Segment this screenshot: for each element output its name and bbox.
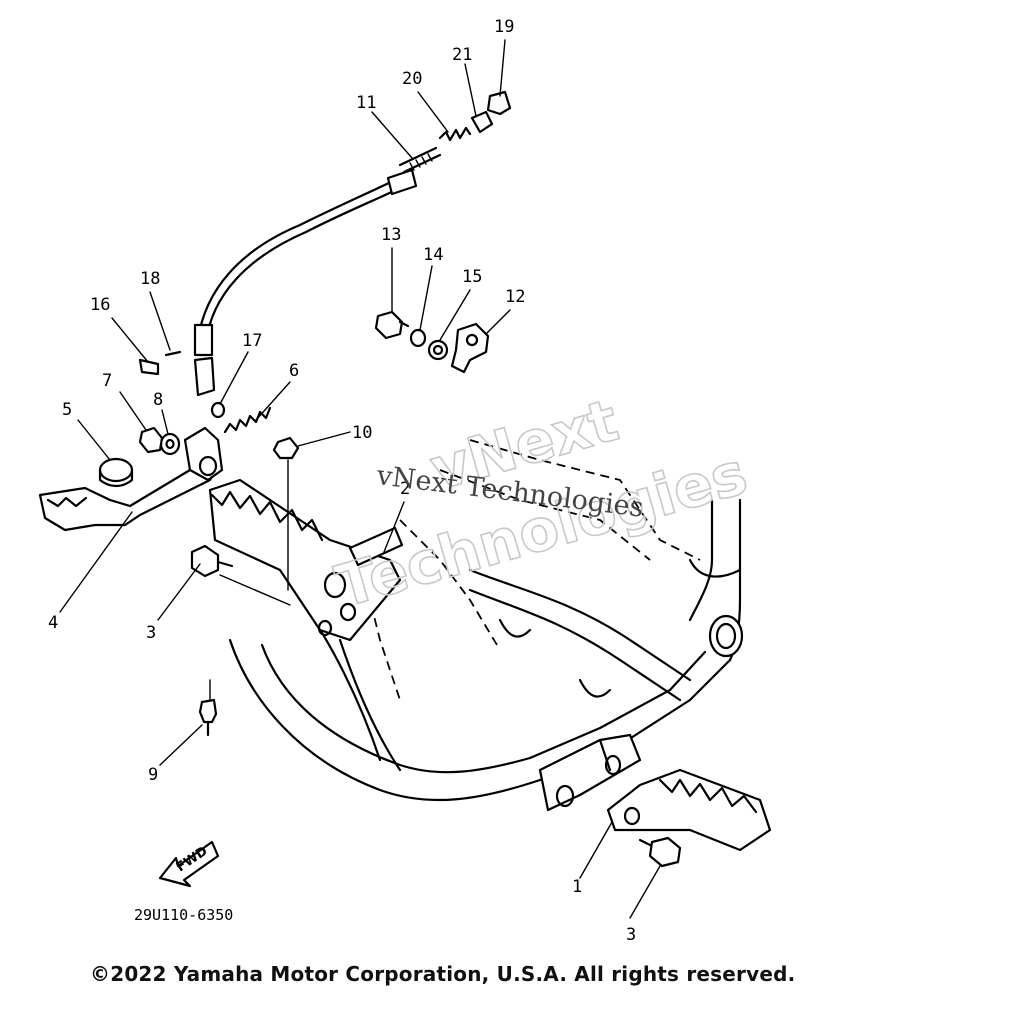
- callout-11: 11: [356, 93, 376, 113]
- copyright-notice: ©2022 Yamaha Motor Corporation, U.S.A. A…: [90, 962, 796, 986]
- callout-labels: 19 21 20 11 13 14 15 12 18 16 17 7 6 8 5…: [48, 17, 636, 945]
- callout-7: 7: [102, 371, 112, 391]
- leader-lines: [59, 39, 661, 919]
- callout-9: 9: [148, 765, 158, 785]
- right-footrest-assembly: [606, 768, 772, 868]
- callout-13: 13: [381, 225, 401, 245]
- fwd-arrow-icon: FWD: [158, 840, 220, 888]
- diagram-part-code: 29U110-6350: [134, 906, 233, 924]
- callout-17: 17: [242, 331, 262, 351]
- brake-pedal-assembly: [38, 350, 272, 532]
- callout-8: 8: [153, 390, 163, 410]
- brake-arm-parts: [374, 310, 490, 374]
- callout-10: 10: [352, 423, 372, 443]
- callout-6: 6: [289, 361, 299, 381]
- callout-14: 14: [423, 245, 443, 265]
- nut-10: [272, 436, 300, 460]
- watermark: vNext Technologies vNext Technologies: [328, 385, 755, 622]
- callout-18: 18: [140, 269, 160, 289]
- callout-15: 15: [462, 267, 482, 287]
- callout-1: 1: [572, 877, 582, 897]
- callout-3-right: 3: [626, 925, 636, 945]
- callout-19: 19: [494, 17, 514, 37]
- brake-cable-assembly: [193, 90, 512, 357]
- callout-2: 2: [400, 479, 410, 499]
- callout-12: 12: [505, 287, 525, 307]
- left-footrest-assembly: [190, 478, 404, 642]
- callout-4: 4: [48, 613, 58, 633]
- callout-3: 3: [146, 623, 156, 643]
- callout-20: 20: [402, 69, 422, 89]
- bolt-9: [198, 698, 218, 724]
- callout-16: 16: [90, 295, 110, 315]
- callout-5: 5: [62, 400, 72, 420]
- callout-21: 21: [452, 45, 472, 65]
